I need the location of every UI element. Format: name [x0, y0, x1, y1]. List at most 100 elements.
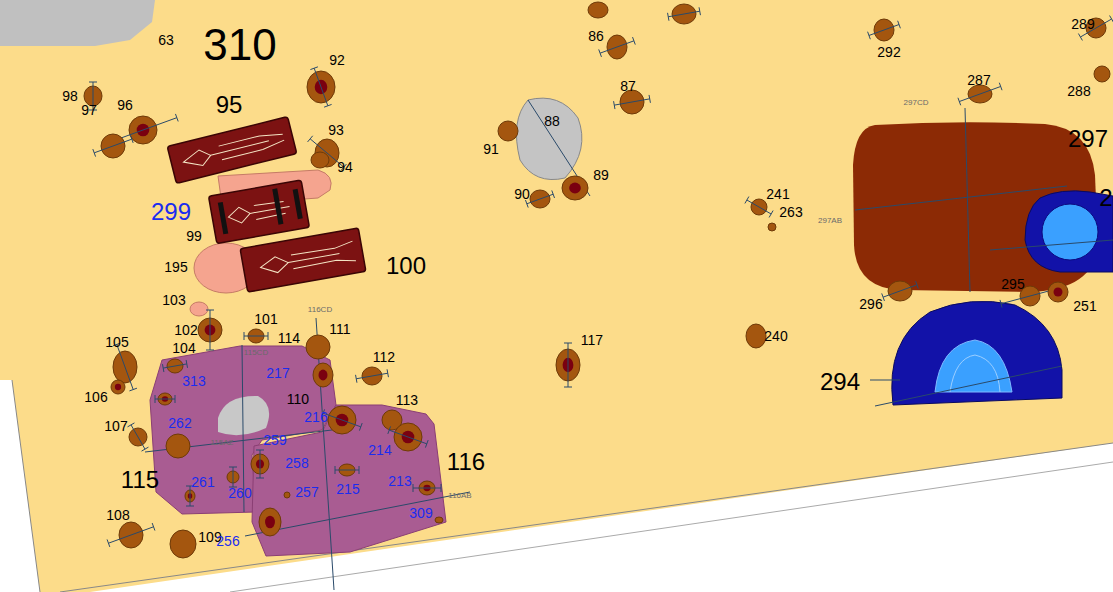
pit-fill: [259, 508, 281, 536]
section-line: [413, 488, 441, 489]
pit-fill: [435, 517, 443, 523]
callout-number: 105: [105, 335, 128, 349]
callout-number: 215: [336, 482, 359, 496]
pit-symbol: [413, 481, 441, 495]
callout-number: 89: [593, 168, 609, 182]
section-tick: [129, 388, 137, 391]
section-tick: [388, 426, 391, 434]
pit-symbol: [746, 324, 766, 348]
section-tick: [244, 332, 245, 340]
section-tick: [413, 484, 414, 492]
section-tick: [186, 360, 187, 368]
pit-symbol: [284, 492, 290, 498]
section-tick: [668, 13, 669, 21]
section-tick: [425, 440, 428, 448]
pit-symbol: [498, 121, 518, 141]
callout-number: 114: [278, 331, 300, 345]
callout-number: 117: [581, 333, 603, 347]
section-tick: [155, 395, 156, 403]
pit-symbol: [185, 486, 195, 506]
section-tick: [142, 447, 149, 451]
section-tick: [206, 350, 214, 351]
section-tick: [999, 83, 1002, 91]
section-tick: [552, 190, 555, 198]
pit-symbol: [588, 2, 608, 18]
pit-symbol: [668, 4, 701, 24]
callout-number: 240: [764, 329, 787, 343]
section-tick: [256, 450, 264, 451]
pit-symbol: [614, 90, 651, 114]
pit-symbol: [768, 223, 776, 231]
callout-number: 90: [514, 187, 530, 201]
callout-number: 99: [186, 229, 202, 243]
section-tick: [699, 7, 700, 15]
pit-symbol: [313, 363, 333, 387]
pit-symbol: [525, 190, 554, 208]
callout-number: 213: [388, 474, 411, 488]
section-line: [314, 68, 328, 106]
pit-symbol: [307, 67, 335, 107]
pit-symbol: [356, 367, 389, 385]
pit-fill: [111, 380, 125, 394]
feature-number: 310: [203, 23, 276, 67]
callout-number: 257: [295, 485, 318, 499]
callout-number: 259: [263, 433, 286, 447]
section-tick: [649, 95, 650, 103]
pit-symbol: [311, 152, 329, 168]
pit-core: [319, 370, 328, 381]
pit-fill: [166, 434, 190, 458]
pit-symbol: [244, 329, 268, 343]
section-label: 115CD: [244, 349, 268, 357]
callout-number: 88: [544, 114, 560, 128]
section-tick: [769, 211, 773, 218]
section-tick: [89, 82, 97, 83]
section-line: [959, 86, 1000, 101]
callout-number: 296: [859, 297, 882, 311]
pit-symbol: [155, 393, 175, 405]
pit-symbol: [227, 467, 239, 487]
feature-number: 297: [1068, 127, 1108, 151]
callout-number: 112: [373, 350, 395, 364]
callout-number: 260: [228, 486, 251, 500]
pit-symbol: [166, 434, 190, 458]
callout-number: 91: [483, 142, 499, 156]
section-line: [527, 194, 553, 204]
section-tick: [868, 32, 871, 40]
pit-symbol: [170, 530, 196, 558]
section-line: [108, 527, 153, 543]
pit-symbol: [868, 19, 901, 41]
pit-symbol: [128, 423, 149, 451]
section-tick: [958, 98, 961, 106]
section-line: [600, 41, 634, 53]
section-tick: [745, 197, 749, 204]
section-tick: [387, 369, 388, 377]
section-tick: [324, 104, 332, 107]
section-tick: [564, 343, 572, 344]
pit-fill: [768, 223, 776, 231]
callout-number: 292: [877, 45, 900, 59]
section-tick: [130, 135, 133, 143]
pit-symbol: [198, 310, 222, 350]
feature-number: 100: [386, 254, 426, 278]
pit-symbol: [335, 464, 359, 476]
pit-symbol: [162, 359, 187, 373]
callout-number: 103: [162, 293, 185, 307]
pit-fill: [1094, 66, 1110, 82]
section-tick: [898, 21, 901, 29]
section-line: [260, 450, 261, 478]
section-tick: [356, 375, 357, 383]
section-line: [163, 364, 187, 368]
section-tick: [564, 387, 572, 388]
pit-symbol: [107, 522, 155, 548]
section-tick: [599, 49, 602, 57]
section-line: [614, 99, 649, 105]
callout-number: 195: [164, 260, 187, 274]
pit-symbol: [251, 450, 269, 478]
section-line: [568, 343, 569, 387]
pit-fill: [498, 121, 518, 141]
section-line: [335, 470, 359, 471]
section-label: 116CD: [308, 306, 332, 314]
section-tick: [268, 332, 269, 340]
section-line: [356, 373, 388, 379]
callout-number: 96: [117, 98, 133, 112]
